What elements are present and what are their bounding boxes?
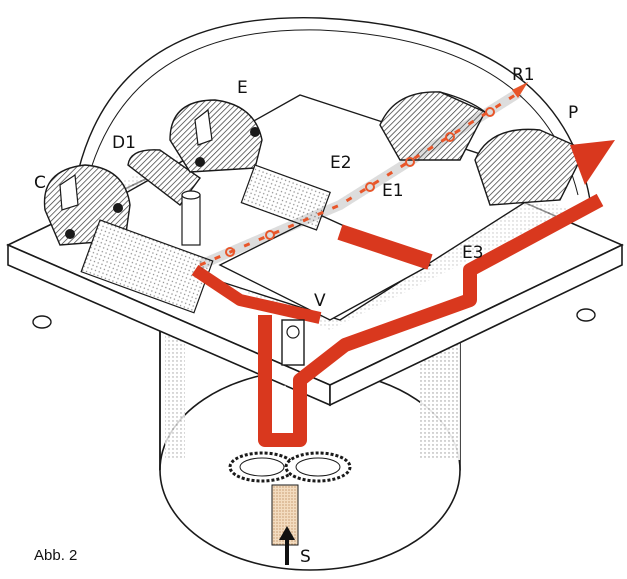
outlet-arrow-p	[570, 140, 615, 185]
flow-arrow-up	[278, 385, 292, 398]
label-c: C	[34, 173, 46, 193]
valve-cap-e	[169, 99, 331, 231]
label-r1: R1	[512, 65, 535, 85]
fitting-r1	[379, 91, 486, 161]
pressure-flow-path	[191, 140, 615, 447]
outlet-arrow-r1	[512, 82, 528, 98]
bolt-hole-left	[32, 315, 52, 329]
fitting-p	[474, 128, 586, 206]
gear-pump	[228, 451, 352, 483]
label-e2: E2	[330, 153, 352, 173]
gear-right	[284, 451, 352, 483]
valve-cap-c	[43, 164, 214, 314]
valve-cap-d1	[127, 149, 201, 246]
label-e: E	[237, 78, 248, 98]
label-s: S	[300, 547, 311, 567]
figure-caption: Abb. 2	[34, 547, 78, 564]
return-flow-path	[198, 82, 528, 270]
housing-dome	[69, 17, 591, 221]
suction-arrow	[279, 526, 295, 540]
label-d1: D1	[112, 133, 136, 153]
bolt-hole-right	[576, 308, 596, 322]
label-e1: E1	[382, 181, 404, 201]
label-v: V	[314, 291, 326, 311]
suction-inlet	[271, 484, 299, 565]
label-e3: E3	[462, 243, 484, 263]
label-p: P	[568, 103, 578, 123]
